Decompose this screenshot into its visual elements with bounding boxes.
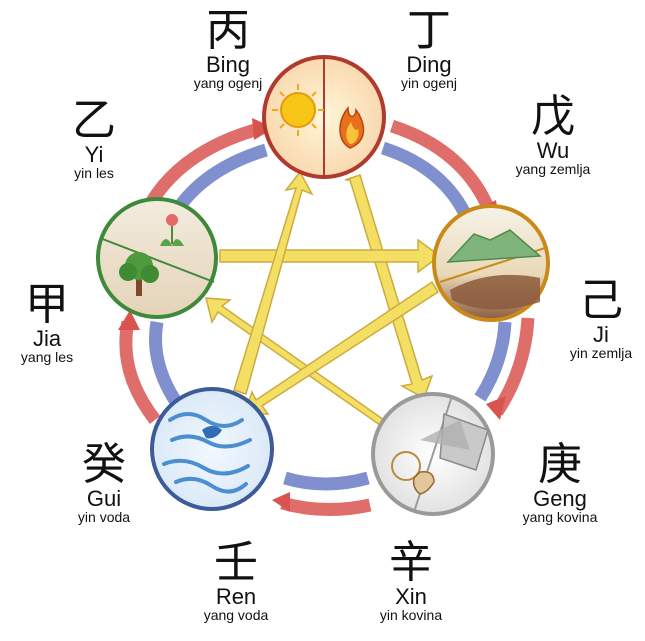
arrowhead-wood-to-fire [252,118,274,140]
stem-xin: 辛 Xin yin kovina [361,540,461,623]
stem-wu-desc: yang zemlja [515,161,591,177]
arrowhead-metal-to-water [272,492,290,512]
stem-ren-pinyin: Ren [215,584,257,609]
ring-icon [391,451,421,481]
earth-element [432,204,550,322]
stem-geng-hanzi: 庚 [538,439,582,490]
arrowhead-earth-to-metal [486,396,506,420]
arrow-wood-to-fire-outer [142,121,264,212]
stem-xin-pinyin: Xin [395,584,427,609]
stem-geng-desc: yang kovina [522,509,598,525]
arrowhead-water-to-wood [118,310,140,330]
flame-icon [339,105,365,149]
arrow-fire-to-metal [344,174,434,400]
stem-ji-pinyin: Ji [593,322,609,347]
stem-ding-hanzi: 丁 [407,5,451,56]
stem-jia-desc: yang les [20,349,74,365]
wood-element [96,197,218,319]
stem-jia-hanzi: 甲 [25,279,69,330]
mountain-icon [446,229,542,263]
sun-icon [272,84,324,136]
tree-icon [119,252,159,296]
flower-icon [160,214,184,246]
arrow-fire-to-earth-inner [380,141,474,223]
arrow-metal-to-water-outer [280,496,372,516]
generating-cycle-arrows [118,118,535,516]
stem-yi-hanzi: 乙 [72,95,116,146]
stem-ren-desc: yang voda [203,607,269,623]
stem-ding-desc: yin ogenj [400,75,458,91]
stem-bing-desc: yang ogenj [193,75,263,91]
controlling-cycle-star [205,170,442,433]
stem-ji-desc: yin zemlja [569,345,633,361]
arrow-water-to-wood-inner [149,320,182,406]
stem-wu-pinyin: Wu [536,138,570,163]
stem-ding-pinyin: Ding [406,52,452,77]
stem-jia: 甲 Jia yang les [2,282,92,365]
arrow-water-to-wood-outer [119,320,161,424]
stem-gui-hanzi: 癸 [82,439,126,490]
water-waves-icon [162,412,252,494]
stem-geng: 庚 Geng yang kovina [505,442,615,525]
stem-ren-hanzi: 壬 [214,537,258,588]
arrow-wood-to-earth [219,238,442,274]
stem-ji: 己 Ji yin zemlja [557,278,645,361]
stem-gui-desc: yin voda [77,509,131,525]
stem-ding: 丁 Ding yin ogenj [379,8,479,91]
stem-gui-pinyin: Gui [86,486,122,511]
stem-wu: 戊 Wu yang zemlja [503,94,603,177]
stem-geng-pinyin: Geng [533,486,587,511]
stem-jia-pinyin: Jia [32,326,62,351]
stem-xin-desc: yin kovina [379,607,443,623]
stem-ren: 壬 Ren yang voda [186,540,286,623]
arrow-fire-to-earth-outer [389,119,497,215]
stem-xin-hanzi: 辛 [389,537,433,588]
arrow-earth-to-metal-inner [474,321,512,402]
stem-yi-desc: yin les [74,165,114,181]
stem-ji-hanzi: 己 [579,275,623,326]
stem-bing-pinyin: Bing [205,52,251,77]
arrow-water-to-fire [233,170,314,395]
stem-bing-hanzi: 丙 [206,5,250,56]
pendant-icon [412,470,435,495]
stem-yi-pinyin: Yi [84,142,104,167]
stem-bing: 丙 Bing yang ogenj [178,8,278,91]
water-element [150,387,274,511]
stem-yi: 乙 Yi yin les [44,98,144,181]
fire-element [262,55,386,179]
metal-element [371,392,495,516]
arrow-metal-to-water-inner [283,471,370,491]
stem-wu-hanzi: 戊 [531,91,575,142]
stem-gui: 癸 Gui yin voda [54,442,154,525]
